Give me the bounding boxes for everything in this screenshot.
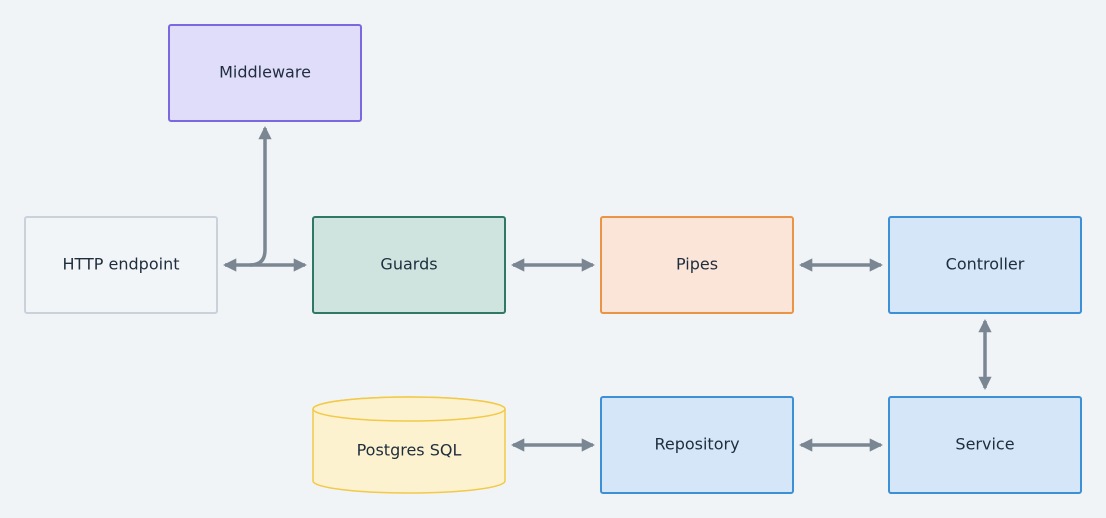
node-service: Service xyxy=(888,396,1082,494)
node-http-endpoint-label: HTTP endpoint xyxy=(63,255,180,274)
node-http-endpoint: HTTP endpoint xyxy=(24,216,218,314)
node-middleware-box xyxy=(168,24,362,122)
node-postgres-sql: Postgres SQL xyxy=(312,396,506,494)
node-pipes: Pipes xyxy=(600,216,794,314)
node-middleware: Middleware xyxy=(168,24,362,122)
node-postgres-sql-top xyxy=(312,396,506,422)
node-pipes-label: Pipes xyxy=(676,255,718,274)
node-guards: Guards xyxy=(312,216,506,314)
node-middleware-label: Middleware xyxy=(219,63,311,82)
edge-http-middleware xyxy=(223,126,272,272)
node-repository: Repository xyxy=(600,396,794,494)
node-controller-box xyxy=(888,216,1082,314)
node-repository-box xyxy=(600,396,794,494)
node-service-box xyxy=(888,396,1082,494)
node-guards-label: Guards xyxy=(380,255,437,274)
node-service-label: Service xyxy=(955,435,1014,454)
node-controller: Controller xyxy=(888,216,1082,314)
node-controller-label: Controller xyxy=(946,255,1025,274)
node-http-endpoint-box xyxy=(24,216,218,314)
node-repository-label: Repository xyxy=(654,435,739,454)
node-postgres-sql-label: Postgres SQL xyxy=(357,441,462,460)
node-pipes-box xyxy=(600,216,794,314)
edges xyxy=(223,126,992,452)
node-guards-box xyxy=(312,216,506,314)
